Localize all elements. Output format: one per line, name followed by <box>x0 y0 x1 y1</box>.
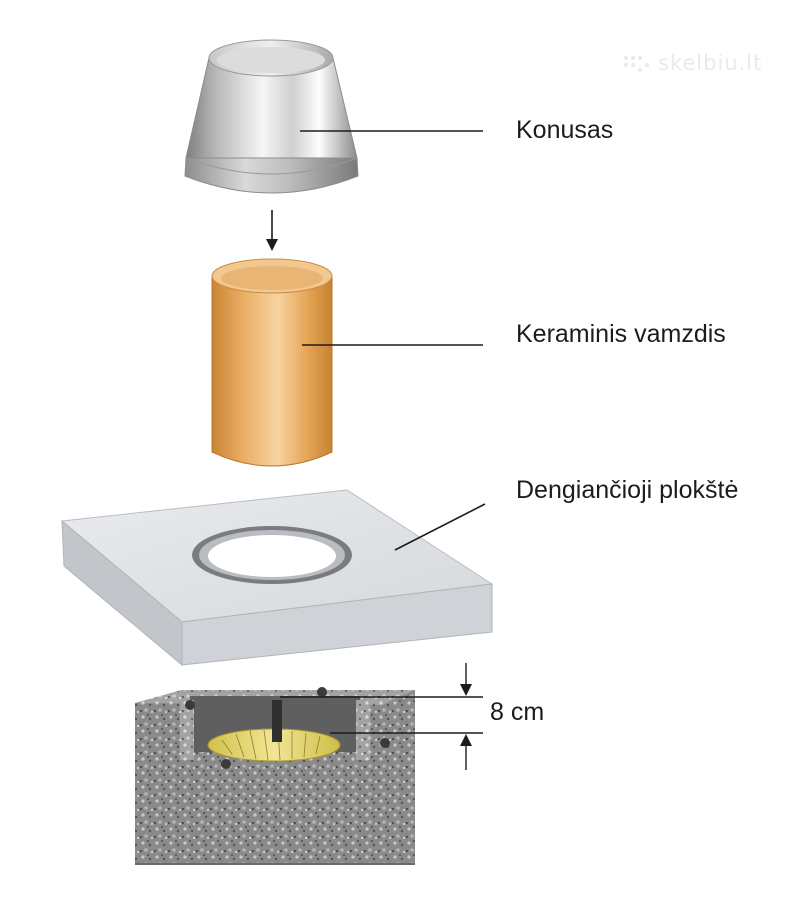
watermark: skelbiu.lt <box>622 53 762 74</box>
ceramic-pipe-part <box>211 258 333 467</box>
insertion-arrow <box>266 210 278 251</box>
watermark-text: skelbiu.lt <box>658 51 763 75</box>
label-cone: Konusas <box>516 116 614 144</box>
label-ceramic-pipe: Keraminis vamzdis <box>516 320 726 348</box>
cover-plate-part <box>60 489 494 667</box>
label-dimension: 8 cm <box>490 698 545 726</box>
label-cover-plate: Dengiančioji plokštė <box>516 476 739 504</box>
leader-line-plate <box>394 503 486 551</box>
chimney-block-part <box>135 687 415 865</box>
dimension-marker <box>280 663 483 770</box>
watermark-logo-icon <box>624 56 649 72</box>
cone-part <box>184 39 359 194</box>
